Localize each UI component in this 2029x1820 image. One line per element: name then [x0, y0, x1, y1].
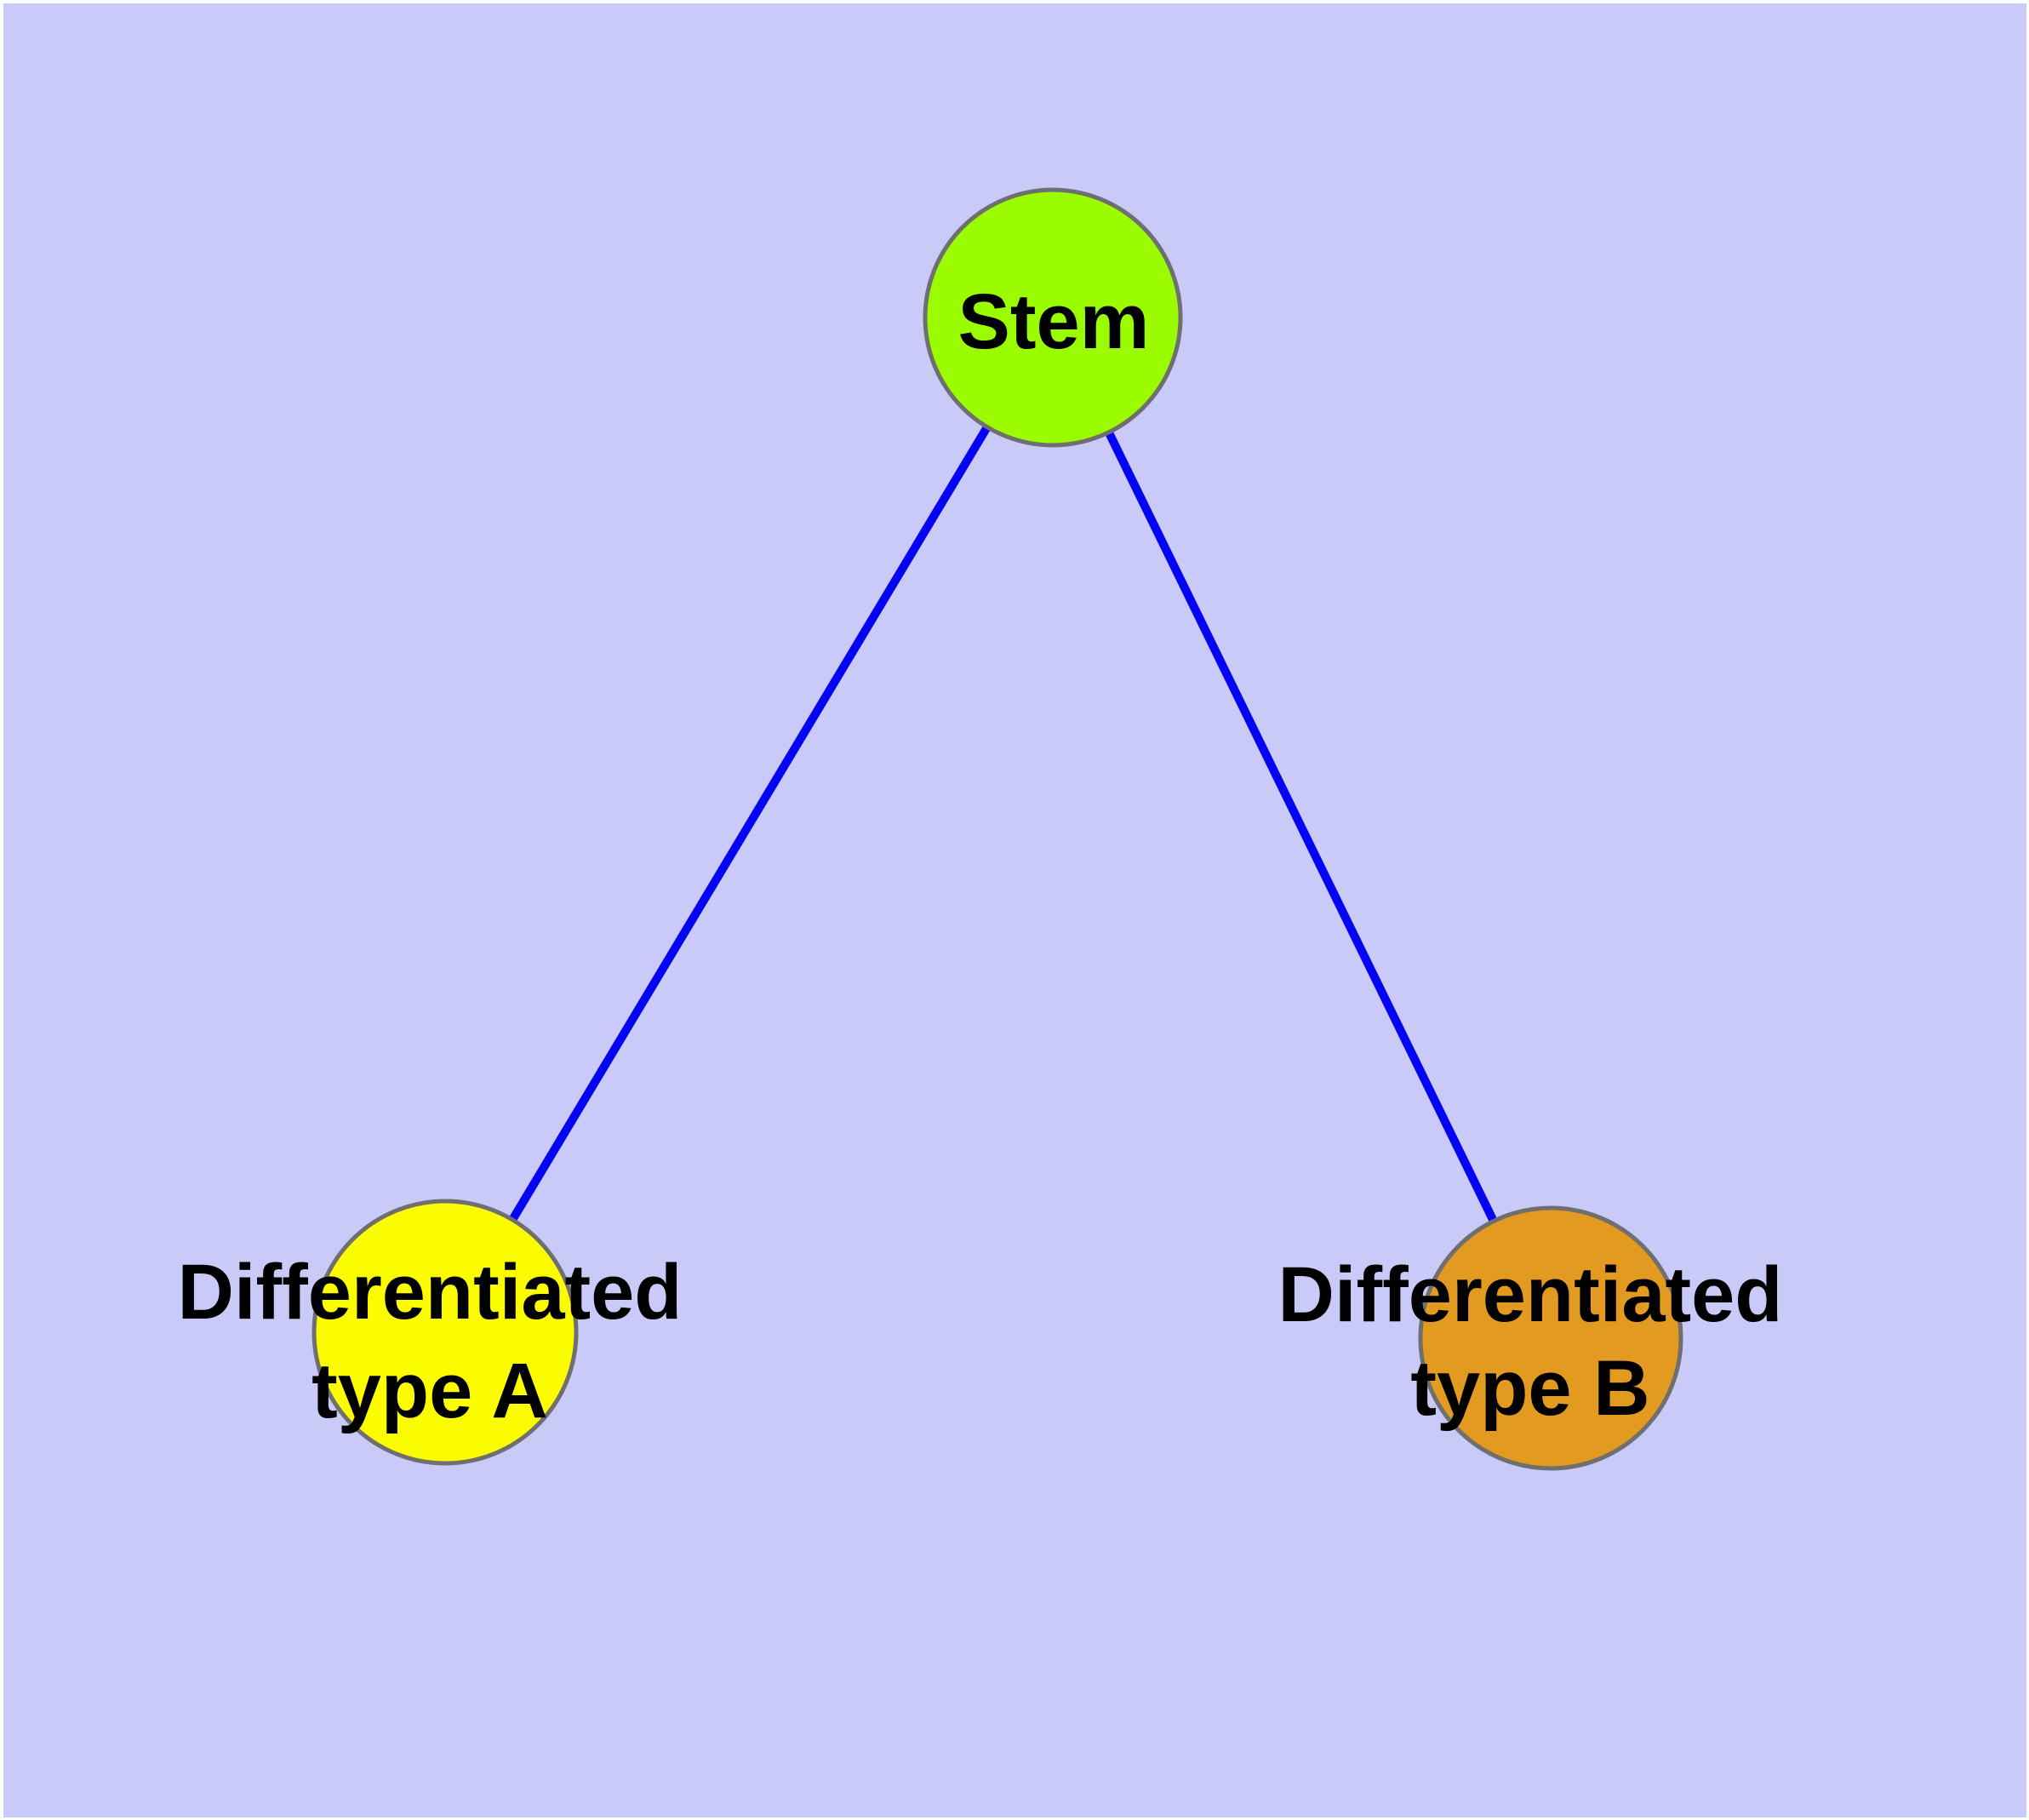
edge-layer — [441, 315, 1555, 1341]
node-label-type-b-line1: Differentiated — [1278, 1251, 1783, 1338]
edge-stem-to-type-a — [441, 315, 1057, 1335]
node-label-stem-line1: Stem — [958, 278, 1150, 365]
node-label-type-b-line2: type B — [1410, 1345, 1649, 1432]
node-label-type-a-line1: Differentiated — [178, 1249, 683, 1336]
node-stem — [923, 187, 1183, 448]
node-layer — [311, 187, 1683, 1471]
node-label-type-a-line2: type A — [311, 1348, 548, 1434]
edge-stem-to-type-b — [1049, 315, 1555, 1341]
node-type-a — [311, 1199, 579, 1466]
node-type-b — [1418, 1205, 1683, 1471]
